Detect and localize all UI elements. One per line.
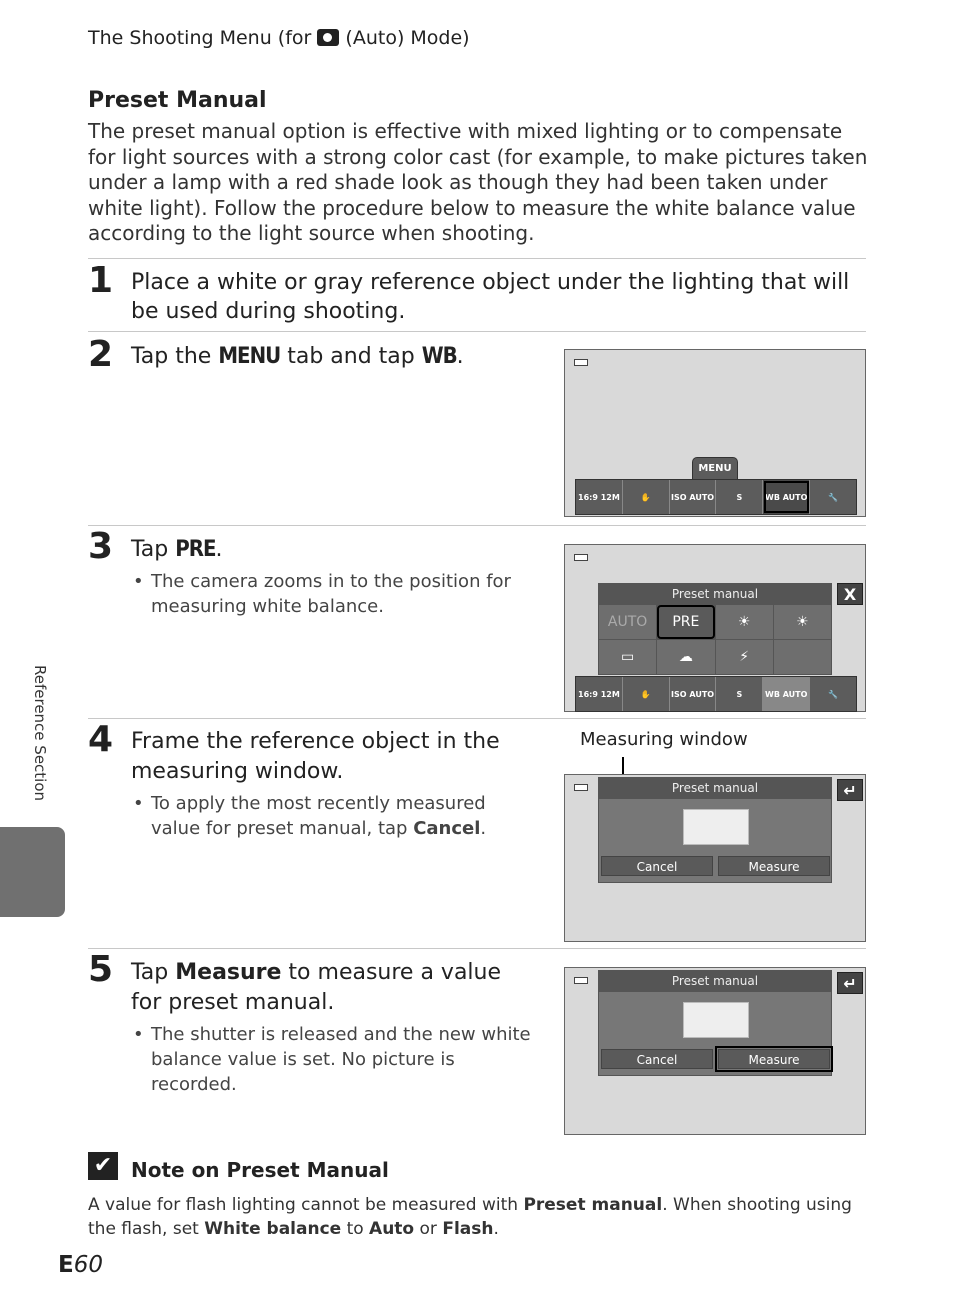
menu-toolbar: 16:9 12M ✋ ISO AUTO S WB AUTO 🔧 [575,479,857,515]
side-section-label: Reference Section [31,665,49,802]
step-2-text: Tap the MENU tab and tap WB. [131,344,464,369]
popup-title: Preset manual [599,971,831,992]
battery-icon [574,784,588,791]
divider [88,331,866,332]
step-3-bullet: •The camera zooms in to the position for… [133,571,511,617]
step-1-text: Place a white or gray reference object u… [131,270,850,324]
white-balance-button[interactable]: WB AUTO [763,677,811,711]
measuring-window [683,1002,749,1038]
divider [88,948,866,949]
step-5-number: 5 [88,949,114,990]
menu-tab[interactable]: MENU [692,457,738,479]
white-balance-button[interactable]: WB AUTO [763,480,811,514]
setup-wrench-icon[interactable]: 🔧 [828,492,839,502]
menu-toolbar: 16:9 12M ✋ ISO AUTO S WB AUTO 🔧 [575,676,857,712]
battery-icon [574,359,588,366]
wb-flash-icon[interactable]: ⚡ [715,640,773,674]
camera-screen-menu: MENU 16:9 12M ✋ ISO AUTO S WB AUTO 🔧 [564,349,866,517]
wb-preset-option[interactable]: PRE [657,605,715,639]
step-4-bullet: •To apply the most recently measured val… [133,793,487,839]
wb-incandescent-icon[interactable]: ☀ [773,605,831,639]
measure-button[interactable]: Measure [715,1046,833,1072]
image-mode-button[interactable]: 16:9 12M [576,480,623,514]
divider [88,718,866,719]
measure-button[interactable]: Measure [718,856,830,876]
measuring-window [683,809,749,845]
wb-empty-cell [773,640,831,674]
wb-symbol: WB [421,344,458,369]
step-2-number: 2 [88,334,114,375]
wb-cloudy-icon[interactable]: ☁ [657,640,715,674]
close-button[interactable]: X [837,583,863,605]
touch-shooting-button[interactable]: ✋ [623,480,670,514]
step-1-number: 1 [88,260,114,301]
setup-wrench-icon[interactable]: 🔧 [828,689,839,699]
step-3-number: 3 [88,526,114,567]
camera-screen-wb: Preset manual AUTO PRE ☀ ☀ ▭ ☁ ⚡ X 16:9 … [564,544,866,712]
wb-daylight-icon[interactable]: ☀ [715,605,773,639]
note-title: Note on Preset Manual [131,1158,389,1182]
camera-screen-measure: Preset manual Cancel Measure ↵ [564,774,866,942]
touch-shooting-button[interactable]: ✋ [623,677,670,711]
page-number: E60 [58,1252,103,1278]
wb-grid: AUTO PRE ☀ ☀ ▭ ☁ ⚡ [599,605,831,674]
section-title: Preset Manual [88,88,267,113]
wb-popup: Preset manual AUTO PRE ☀ ☀ ▭ ☁ ⚡ [598,583,832,675]
iso-button[interactable]: ISO AUTO [670,480,717,514]
step-3-text: Tap PRE. [131,537,223,562]
cancel-button[interactable]: Cancel [601,1049,713,1069]
step-5-bullet: •The shutter is released and the new whi… [133,1024,531,1095]
continuous-button[interactable]: S [716,677,764,711]
divider [88,258,866,259]
wb-auto-option[interactable]: AUTO [599,605,657,639]
divider [88,525,866,526]
step-5-text: Tap Measure to measure a value for prese… [131,960,502,1015]
cancel-button[interactable]: Cancel [601,856,713,876]
image-mode-button[interactable]: 16:9 12M [576,677,623,711]
checkmark-icon: ✔ [88,1152,118,1180]
measuring-window-callout: Measuring window [580,729,748,750]
camera-screen-measuring: Preset manual Cancel Measure ↵ [564,967,866,1135]
battery-icon [574,554,588,561]
popup-title: Preset manual [599,778,831,799]
step-4-text: Frame the reference object in the measur… [131,729,500,784]
note-text: A value for flash lighting cannot be mea… [88,1195,852,1239]
continuous-button[interactable]: S [716,480,764,514]
wb-fluorescent-icon[interactable]: ▭ [599,640,657,674]
iso-button[interactable]: ISO AUTO [670,677,717,711]
pre-symbol: PRE [175,537,216,562]
popup-title: Preset manual [599,584,831,605]
battery-icon [574,977,588,984]
menu-symbol: MENU [218,344,281,369]
step-4-number: 4 [88,719,114,760]
camera-icon [317,29,340,46]
running-header: The Shooting Menu (for (Auto) Mode) [88,27,470,49]
intro-paragraph: The preset manual option is effective wi… [88,119,868,246]
side-section-tab [0,827,65,917]
back-arrow-icon[interactable]: ↵ [837,779,863,801]
back-arrow-icon[interactable]: ↵ [837,972,863,994]
